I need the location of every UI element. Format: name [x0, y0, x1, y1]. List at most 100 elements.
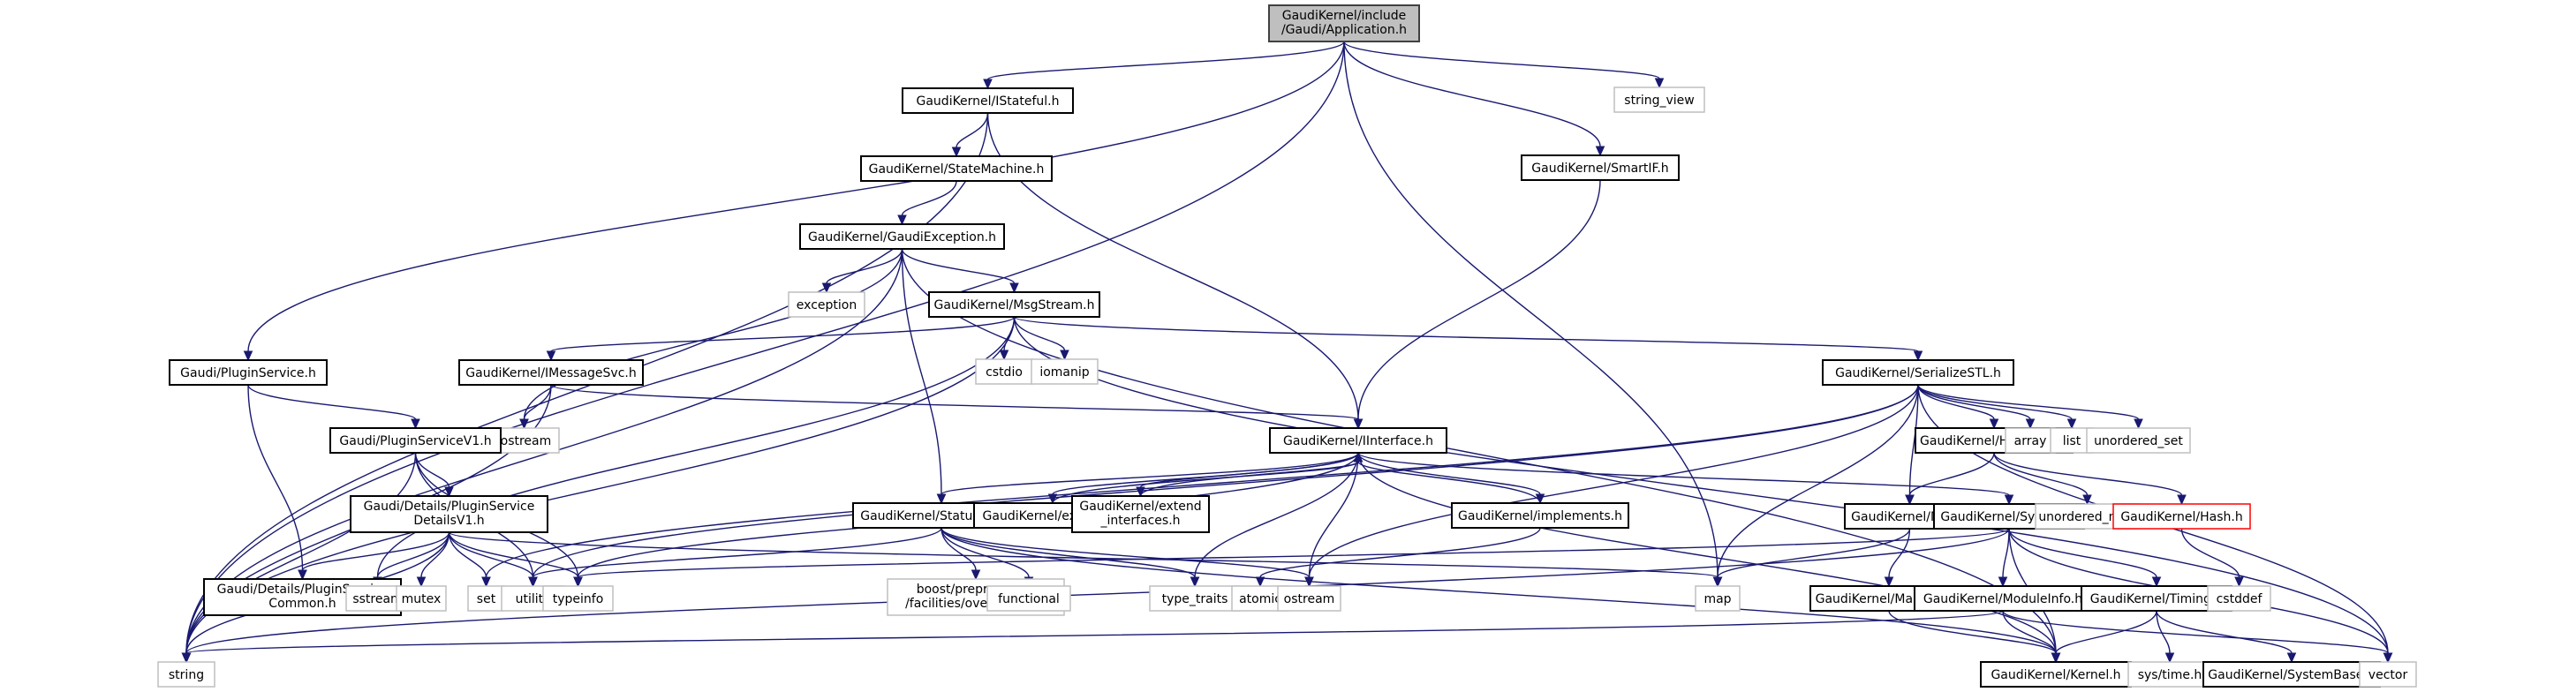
node-imessagesvc[interactable]: GaudiKernel/IMessageSvc.h [458, 359, 644, 386]
arrowhead [1136, 486, 1145, 498]
node-istateful[interactable]: GaudiKernel/IStateful.h [902, 87, 1074, 114]
node-label: cstddef [2217, 592, 2263, 606]
node-label: type_traits [1162, 592, 1228, 606]
node-box [157, 661, 215, 688]
edge-pluginservice-to-pscommon [247, 384, 307, 581]
node-label: DetailsV1.h [413, 514, 484, 528]
arrowhead [1047, 493, 1058, 505]
edge-line [185, 610, 2004, 654]
edge-line [2156, 610, 2171, 654]
node-type-traits: type_traits [1149, 585, 1241, 612]
node-label: sstream [352, 592, 402, 606]
arrowhead [2286, 652, 2297, 664]
edge-statuscode-to-type_traits [941, 527, 1200, 588]
edge-line [532, 527, 942, 578]
arrowhead [821, 282, 832, 294]
arrowhead [546, 350, 556, 362]
node-serializestl[interactable]: GaudiKernel/SerializeSTL.h [1822, 359, 2014, 386]
edge-system-to-timing [2008, 528, 2162, 588]
node-ostream: ostream [1277, 585, 1341, 612]
edge-serializestl-to-unordered_set [1917, 384, 2143, 430]
node-box [1269, 427, 1447, 454]
edge-gaudiexception-to-statuscode [901, 248, 947, 505]
node-hash[interactable]: GaudiKernel/Hash.h [2112, 503, 2251, 530]
arrowhead [444, 486, 454, 498]
edge-app-to-string_view [1343, 41, 1665, 89]
node-app[interactable]: GaudiKernel/include/Gaudi/Application.h [1268, 4, 1420, 42]
edge-line [550, 316, 1016, 352]
edge-line [1908, 384, 1919, 496]
arrowhead [2177, 494, 2187, 506]
edge-line [1993, 452, 2089, 496]
node-implements[interactable]: GaudiKernel/implements.h [1451, 502, 1629, 529]
edge-line [185, 112, 989, 654]
node-label: iomanip [1039, 365, 1089, 380]
node-label: Gaudi/PluginServiceV1.h [339, 434, 491, 448]
edge-line [941, 527, 1196, 578]
edge-mapbase-to-kernel [1888, 610, 2061, 664]
edge-line [1717, 528, 1911, 578]
node-smartif[interactable]: GaudiKernel/SmartIF.h [1521, 154, 1680, 181]
node-label: vector [2368, 668, 2408, 682]
edge-line [1259, 527, 1541, 578]
node-pluginservicev1[interactable]: Gaudi/PluginServiceV1.h [329, 427, 502, 454]
edge-line [1343, 41, 1660, 79]
arrowhead [1998, 576, 2008, 588]
edge-serializestl-to-hashmap [1917, 384, 1999, 430]
edge-line [1357, 452, 2010, 496]
node-box [928, 291, 1100, 318]
node-systembase[interactable]: GaudiKernel/SystemBase.h [2202, 661, 2381, 688]
node-label: Common.h [268, 597, 336, 611]
arrowhead [2082, 494, 2092, 506]
edge-line [1908, 452, 1995, 496]
arrowhead [298, 569, 307, 581]
arrowhead [2383, 652, 2393, 664]
edge-line [247, 384, 304, 571]
edge-line [448, 531, 534, 578]
edge-gaudiexception-to-iostream [519, 248, 903, 430]
arrowhead [1884, 576, 1894, 588]
node-box [1149, 585, 1241, 612]
node-label: unordered_map [2038, 510, 2135, 524]
node-extend-interfaces[interactable]: GaudiKernel/extend_interfaces.h [1071, 495, 1210, 533]
edge-line [247, 384, 417, 420]
arrowhead [1913, 350, 1923, 362]
node-label: utility [516, 592, 551, 606]
node-pluginservice[interactable]: Gaudi/PluginService.h [169, 359, 328, 386]
edge-iinterface-to-system [1357, 452, 2014, 506]
edge-timing-to-kernel [2051, 610, 2157, 664]
node-kernel[interactable]: GaudiKernel/Kernel.h [1980, 661, 2132, 688]
arrowhead [1654, 78, 1665, 89]
edge-msgstream-to-imessagesvc [546, 316, 1016, 362]
edge-line [185, 528, 2010, 654]
edge-line [1308, 384, 1919, 578]
edge-gaudiexception-to-exception [821, 248, 903, 294]
node-timing[interactable]: GaudiKernel/Timing.h [2081, 585, 2232, 612]
arrowhead [971, 569, 981, 581]
edge-system-to-moduleinfo [1998, 528, 2010, 588]
node-box [1613, 86, 1705, 113]
arrowhead [2025, 418, 2036, 430]
edge-line [1917, 384, 1995, 420]
node-box [350, 495, 548, 533]
node-label: sys/time.h [2138, 668, 2202, 682]
node-label: list [2063, 434, 2081, 448]
node-statemachine[interactable]: GaudiKernel/StateMachine.h [860, 155, 1053, 182]
node-box [1031, 358, 1099, 385]
edge-line [1717, 384, 1919, 578]
edge-line [185, 41, 1345, 654]
edge-statuscode-to-boostpp [941, 527, 981, 581]
node-box [1451, 502, 1629, 529]
edge-line [1888, 610, 2057, 654]
node-msgstream[interactable]: GaudiKernel/MsgStream.h [928, 291, 1100, 318]
node-box [2207, 585, 2271, 612]
edge-line [532, 384, 1919, 578]
arrowhead [1060, 350, 1069, 361]
node-label: GaudiKernel/SmartIF.h [1531, 162, 1668, 176]
node-gaudiexception[interactable]: GaudiKernel/GaudiException.h [799, 223, 1005, 250]
node-box [1521, 154, 1680, 181]
node-moduleinfo[interactable]: GaudiKernel/ModuleInfo.h [1914, 585, 2092, 612]
edge-line [1013, 316, 1066, 351]
node-iinterface[interactable]: GaudiKernel/IInterface.h [1269, 427, 1447, 454]
